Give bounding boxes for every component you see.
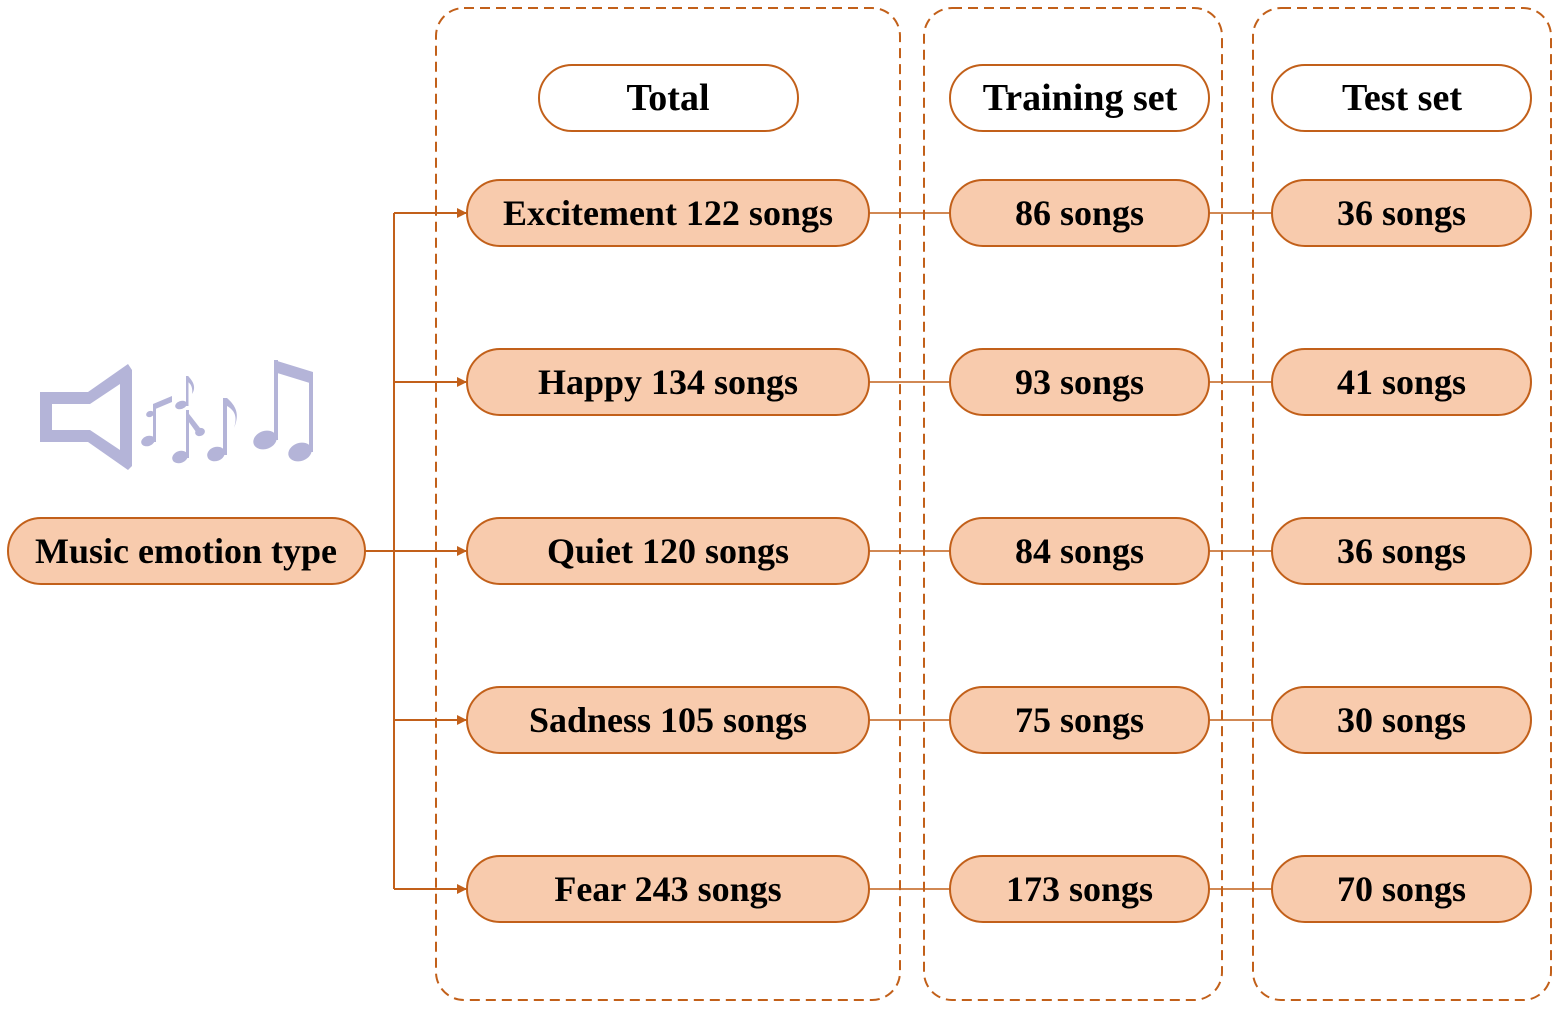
- header-test-label: Test set: [1342, 77, 1462, 119]
- row-node-total: Quiet 120 songs: [466, 517, 870, 585]
- row-label-training: 173 songs: [1006, 869, 1153, 909]
- row-node-test: 36 songs: [1271, 179, 1532, 247]
- row-label-test: 30 songs: [1337, 700, 1466, 740]
- header-training: Training set: [949, 64, 1210, 132]
- row-label-test: 70 songs: [1337, 869, 1466, 909]
- row-node-training: 173 songs: [949, 855, 1210, 923]
- root-node: Music emotion type: [7, 517, 366, 585]
- training-column-group: [923, 7, 1223, 1001]
- row-node-training: 84 songs: [949, 517, 1210, 585]
- row-node-total: Sadness 105 songs: [466, 686, 870, 754]
- row-node-total: Fear 243 songs: [466, 855, 870, 923]
- row-node-test: 36 songs: [1271, 517, 1532, 585]
- row-node-test: 41 songs: [1271, 348, 1532, 416]
- header-total: Total: [538, 64, 799, 132]
- row-label-test: 36 songs: [1337, 193, 1466, 233]
- row-node-test: 70 songs: [1271, 855, 1532, 923]
- row-node-test: 30 songs: [1271, 686, 1532, 754]
- row-node-total: Happy 134 songs: [466, 348, 870, 416]
- header-training-label: Training set: [983, 77, 1178, 119]
- row-label-total: Happy 134 songs: [538, 362, 798, 402]
- row-label-training: 75 songs: [1015, 700, 1144, 740]
- header-total-label: Total: [626, 77, 709, 119]
- total-column-group: [435, 7, 901, 1001]
- row-node-total: Excitement 122 songs: [466, 179, 870, 247]
- row-node-training: 75 songs: [949, 686, 1210, 754]
- row-label-total: Quiet 120 songs: [547, 531, 789, 571]
- row-label-training: 84 songs: [1015, 531, 1144, 571]
- row-node-training: 86 songs: [949, 179, 1210, 247]
- row-label-test: 41 songs: [1337, 362, 1466, 402]
- row-label-test: 36 songs: [1337, 531, 1466, 571]
- row-label-total: Fear 243 songs: [554, 869, 781, 909]
- root-label: Music emotion type: [35, 531, 337, 571]
- row-node-training: 93 songs: [949, 348, 1210, 416]
- speaker-music-notes-icon: [40, 360, 313, 470]
- row-label-training: 93 songs: [1015, 362, 1144, 402]
- row-label-total: Excitement 122 songs: [503, 193, 833, 233]
- row-label-total: Sadness 105 songs: [529, 700, 807, 740]
- test-column-group: [1252, 7, 1552, 1001]
- connector-lines: [365, 208, 1272, 894]
- row-label-training: 86 songs: [1015, 193, 1144, 233]
- header-test: Test set: [1271, 64, 1532, 132]
